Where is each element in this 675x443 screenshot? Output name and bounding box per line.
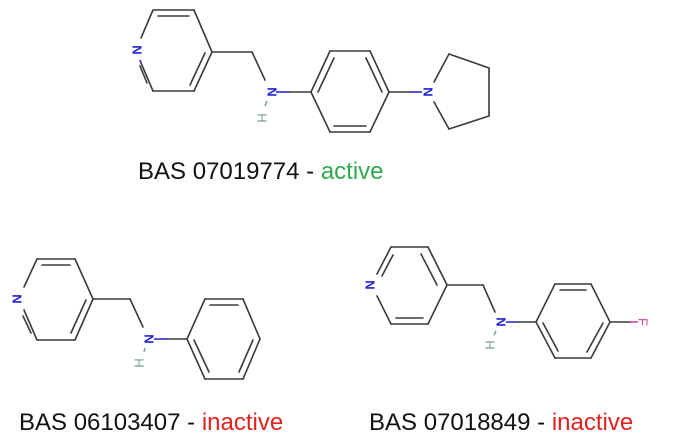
pyridine-ring	[139, 9, 213, 92]
nitrogen-atom: N	[421, 87, 436, 96]
nitrogen-atom: N	[130, 45, 145, 54]
caption-separator: -	[530, 409, 552, 436]
benzene-ring	[310, 50, 390, 133]
fluorine-atom: F	[636, 318, 651, 326]
bond	[251, 51, 266, 81]
hydrogen-atom: H	[483, 340, 498, 349]
nitrogen-atom: N	[265, 87, 280, 96]
activity-status: inactive	[551, 409, 634, 436]
caption-separator: -	[180, 409, 202, 436]
benzene-ring	[186, 298, 261, 380]
hydrogen-atom: H	[255, 113, 270, 122]
compound-caption: BAS 07019774 - active	[138, 160, 384, 184]
activity-status: active	[320, 158, 384, 185]
compound-caption: BAS 07018849 - inactive	[369, 411, 633, 435]
pyridine-ring	[376, 246, 448, 325]
caption-separator: -	[299, 158, 321, 185]
pyridine-ring	[22, 258, 94, 341]
nitrogen-atom: N	[10, 294, 25, 303]
benzene-ring	[535, 283, 611, 359]
compound-id: BAS 07019774	[138, 158, 300, 185]
compound-caption: BAS 06103407 - inactive	[19, 411, 283, 435]
molecule-bas-06103407: N N H	[10, 258, 261, 380]
hydrogen-atom: H	[132, 358, 147, 367]
activity-status: inactive	[201, 409, 284, 436]
nitrogen-atom: N	[363, 280, 378, 289]
nitrogen-atom: N	[494, 317, 509, 326]
compound-id: BAS 06103407	[19, 409, 181, 436]
molecule-bas-07019774: N N H N	[130, 9, 490, 133]
molecule-bas-07018849: N N H F	[363, 246, 651, 359]
compound-id: BAS 07018849	[369, 409, 531, 436]
nitrogen-atom: N	[142, 334, 157, 343]
pyrrolidine-ring	[433, 53, 490, 130]
